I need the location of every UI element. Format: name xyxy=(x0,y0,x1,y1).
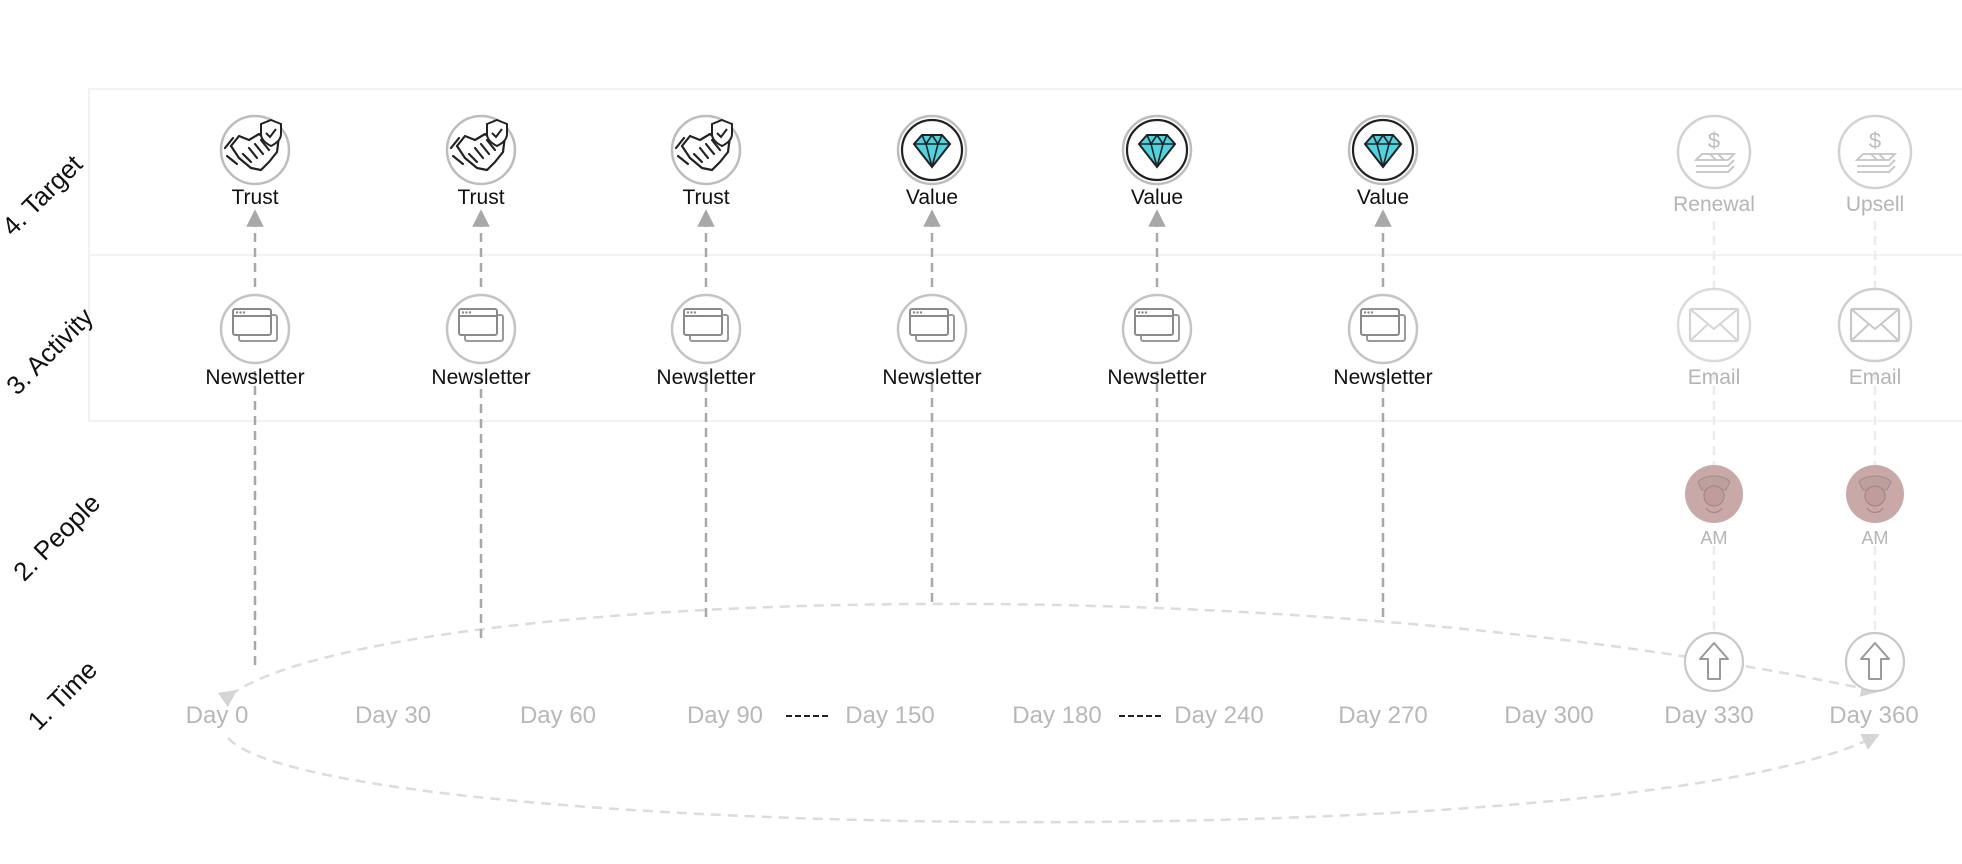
day-label: Day 360 xyxy=(1829,702,1919,729)
browser-window-icon xyxy=(219,293,291,365)
person-avatar-icon xyxy=(1684,464,1744,524)
up-arrow-icon xyxy=(1683,631,1745,693)
cycle-arc-top xyxy=(217,602,1879,708)
day-label: Day 150 xyxy=(845,702,935,729)
timeline-gap-marker xyxy=(1119,715,1161,717)
target-label: Value xyxy=(1356,186,1410,209)
day-label: Day 240 xyxy=(1174,702,1264,729)
timeline-gap-marker xyxy=(786,715,828,717)
envelope-icon xyxy=(1837,287,1913,363)
target-label: Value xyxy=(905,186,959,209)
cycle-arc-bottom xyxy=(227,733,1880,824)
target-label: Trust xyxy=(457,186,505,209)
target-label: Value xyxy=(1130,186,1184,209)
target-label: Trust xyxy=(682,186,730,209)
dollar-cash-icon xyxy=(1676,114,1752,190)
person-avatar-icon xyxy=(1845,464,1905,524)
day-label: Day 30 xyxy=(354,702,432,729)
browser-window-icon xyxy=(670,293,742,365)
browser-window-icon xyxy=(1347,293,1419,365)
day-label: Day 90 xyxy=(686,702,764,729)
activity-label: Newsletter xyxy=(1107,366,1207,389)
browser-window-icon xyxy=(896,293,968,365)
activity-label: Newsletter xyxy=(431,366,531,389)
future-activity-label: Email xyxy=(1848,366,1902,389)
day-label: Day 330 xyxy=(1664,702,1754,729)
diamond-icon xyxy=(1347,114,1419,186)
day-label: Day 180 xyxy=(1012,702,1102,729)
future-activity-label: Email xyxy=(1687,366,1741,389)
activity-band xyxy=(88,254,1962,422)
browser-window-icon xyxy=(445,293,517,365)
people-label: AM xyxy=(1861,528,1889,548)
activity-label: Newsletter xyxy=(882,366,982,389)
day-label: Day 60 xyxy=(519,702,597,729)
envelope-icon xyxy=(1676,287,1752,363)
day-label: Day 0 xyxy=(185,702,249,729)
diamond-icon xyxy=(1121,114,1193,186)
activity-label: Newsletter xyxy=(656,366,756,389)
up-arrow-icon xyxy=(1844,631,1906,693)
handshake-shield-icon xyxy=(219,114,291,186)
handshake-shield-icon xyxy=(670,114,742,186)
day-label: Day 270 xyxy=(1338,702,1428,729)
day-label: Day 300 xyxy=(1504,702,1594,729)
future-target-label: Upsell xyxy=(1845,193,1905,216)
people-label: AM xyxy=(1700,528,1728,548)
activity-label: Newsletter xyxy=(1333,366,1433,389)
browser-window-icon xyxy=(1121,293,1193,365)
target-label: Trust xyxy=(231,186,279,209)
dollar-cash-icon xyxy=(1837,114,1913,190)
future-target-label: Renewal xyxy=(1673,193,1755,216)
handshake-shield-icon xyxy=(445,114,517,186)
activity-label: Newsletter xyxy=(205,366,305,389)
diamond-icon xyxy=(896,114,968,186)
